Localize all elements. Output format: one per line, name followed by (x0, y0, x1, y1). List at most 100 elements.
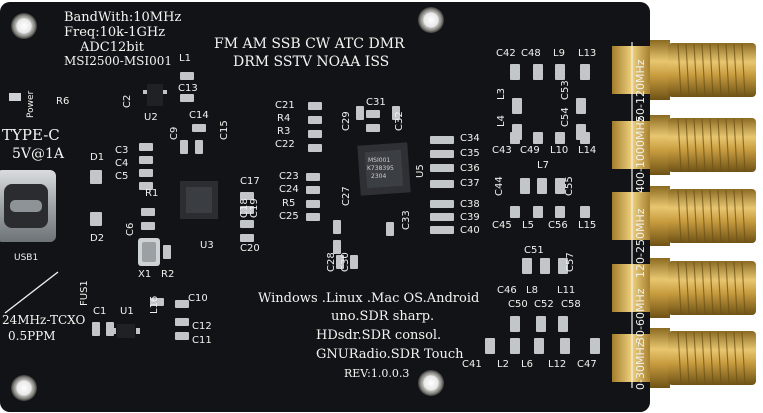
label-C46: C46 (497, 285, 517, 296)
label-C15: C15 (219, 120, 230, 140)
label-C17: C17 (240, 176, 260, 187)
label-C41: C41 (462, 359, 482, 370)
smd-pad-14 (175, 300, 189, 308)
smd-pad-76 (560, 338, 570, 354)
smd-pad-44 (430, 180, 454, 188)
smd-pad-51 (580, 64, 590, 80)
smd-pad-66 (580, 206, 590, 218)
tcxo-ppm: 0.5PPM (8, 329, 56, 343)
label-C30: C30 (340, 252, 351, 272)
sma-connector-5 (612, 328, 756, 388)
label-C31: C31 (366, 97, 386, 108)
smd-pad-63 (510, 206, 520, 218)
label-C14: C14 (189, 110, 209, 121)
label-L15: L15 (578, 220, 597, 231)
band-label-400-1000: 400-1000MHz (634, 116, 647, 194)
smd-pad-12 (90, 212, 102, 226)
smd-pad-7 (180, 140, 188, 154)
label-U3: U3 (200, 240, 214, 251)
label-X1: X1 (138, 269, 152, 280)
smd-pad-48 (510, 64, 520, 80)
label-C47: C47 (577, 359, 597, 370)
label-C36: C36 (460, 163, 480, 174)
smd-pad-4 (180, 72, 194, 80)
smd-pad-42 (430, 150, 454, 158)
smd-pad-52 (512, 98, 522, 114)
smd-pad-1 (139, 156, 153, 164)
smd-pad-49 (533, 64, 543, 80)
label-C23: C23 (279, 171, 299, 182)
label-L10: L10 (550, 145, 569, 156)
smd-pad-54 (576, 98, 586, 114)
smd-pad-11 (90, 170, 102, 184)
smd-pad-39 (350, 255, 358, 269)
smd-pad-33 (306, 186, 320, 194)
smd-pad-58 (555, 132, 565, 144)
smd-pad-60 (520, 178, 530, 194)
power-rating: 5V@1A (12, 146, 65, 162)
label-L5: L5 (522, 220, 534, 231)
tcxo-label: 24MHz-TCXO (2, 313, 86, 327)
smd-pad-29 (366, 124, 380, 132)
label-U2: U2 (144, 112, 158, 123)
label-L9: L9 (553, 48, 565, 59)
smd-pad-9 (141, 208, 155, 216)
smd-pad-61 (537, 178, 547, 194)
smd-pad-68 (540, 258, 550, 274)
label-L12: L12 (548, 359, 567, 370)
label-L7: L7 (537, 160, 549, 171)
smd-pad-10 (141, 222, 155, 230)
chip-msi2500 (180, 181, 218, 219)
smd-pad-28 (366, 110, 380, 118)
smd-pad-17 (92, 322, 100, 336)
smd-pad-13 (163, 245, 171, 259)
label-C57: C57 (565, 252, 576, 272)
label-C24: C24 (279, 184, 299, 195)
label-L3: L3 (496, 88, 507, 100)
label-L4: L4 (496, 115, 507, 127)
smd-pad-2 (139, 169, 153, 177)
smd-pad-45 (430, 200, 454, 208)
smd-pad-34 (306, 200, 320, 208)
label-D2: D2 (90, 233, 105, 244)
software-line-2: uno.SDR sharp. (331, 309, 435, 324)
label-C51: C51 (524, 245, 544, 256)
label-C56: C56 (548, 220, 568, 231)
label-C52: C52 (534, 299, 554, 310)
label-C27: C27 (341, 186, 352, 206)
label-U5: U5 (415, 164, 426, 178)
label-C3: C3 (115, 145, 129, 156)
label-C6: C6 (125, 222, 136, 236)
smd-pad-40 (386, 222, 394, 236)
smd-pad-47 (430, 226, 454, 234)
spec-bandwidth: BandWith:10MHz (64, 10, 182, 25)
smd-pad-70 (510, 316, 520, 332)
smd-pad-65 (555, 206, 565, 218)
smd-pad-21 (240, 206, 254, 214)
label-C49: C49 (520, 145, 540, 156)
smd-pad-73 (485, 338, 495, 354)
mount-hole-top-left (11, 13, 37, 39)
smd-pad-19 (150, 298, 164, 306)
band-label-50-120: 50-120MHz (634, 59, 647, 123)
smd-pad-36 (333, 220, 341, 234)
smd-pad-37 (333, 240, 341, 254)
label-C34: C34 (460, 133, 480, 144)
label-R4: R4 (277, 113, 291, 124)
software-line-1: Windows .Linux .Mac OS.Android (258, 291, 480, 306)
label-C37: C37 (460, 178, 480, 189)
smd-pad-62 (555, 178, 565, 194)
label-C12: C12 (192, 321, 212, 332)
label-L13: L13 (578, 48, 597, 59)
smd-pad-18 (106, 322, 114, 336)
software-line-4: GNURadio.SDR Touch (316, 347, 464, 362)
spec-frequency: Freq:10k-1GHz (64, 25, 166, 40)
smd-pad-35 (306, 213, 320, 221)
smd-pad-72 (558, 316, 568, 332)
smd-pad-50 (555, 64, 565, 80)
label-C2: C2 (122, 94, 133, 108)
band-label-120-250: 120-250MHz (634, 208, 647, 279)
label-C25: C25 (279, 211, 299, 222)
